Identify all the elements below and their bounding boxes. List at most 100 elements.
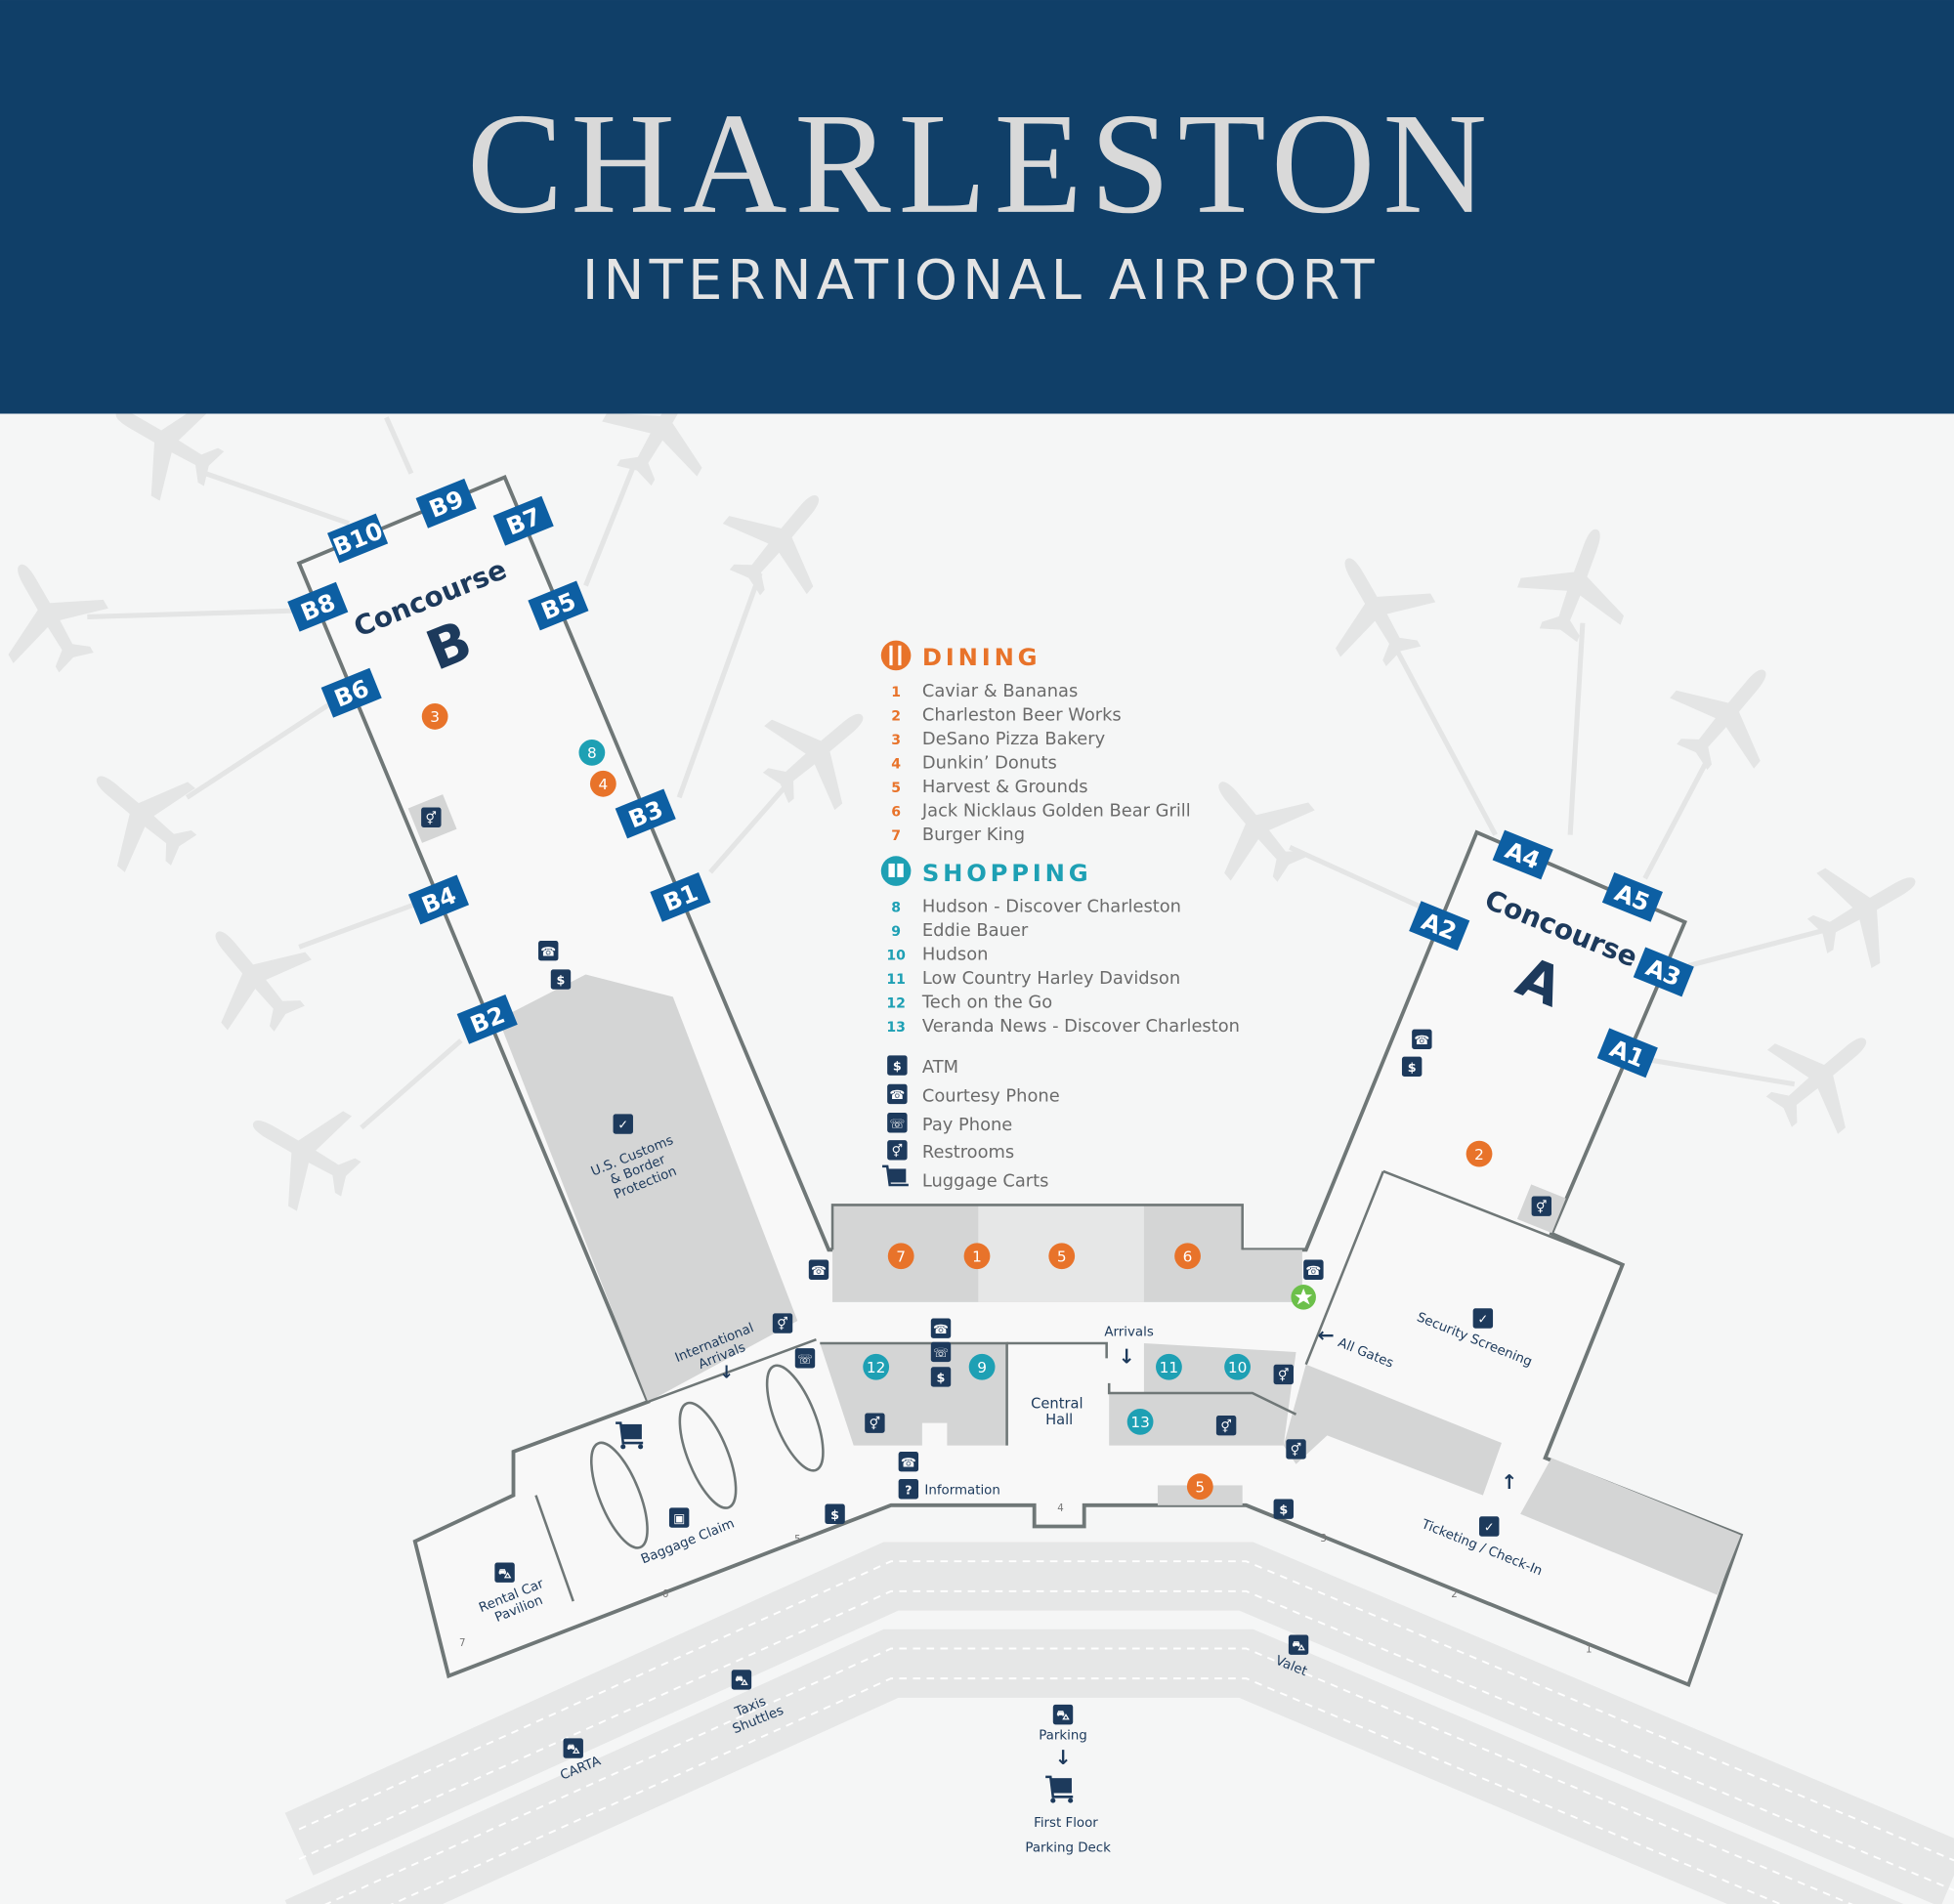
taxi-line [87, 608, 300, 619]
restroom-icon: ⚥ [865, 1413, 885, 1433]
star-marker [1291, 1285, 1316, 1310]
dining-marker-6[interactable]: 6 [1174, 1243, 1201, 1270]
svg-text:✓: ✓ [1478, 1313, 1489, 1328]
svg-text:$: $ [557, 974, 566, 989]
restroom-icon: ⚥ [1215, 1415, 1237, 1436]
dining-marker-4[interactable]: 4 [589, 770, 616, 797]
svg-text:⚥: ⚥ [1536, 1200, 1548, 1215]
dining-marker-1[interactable]: 1 [963, 1243, 991, 1270]
dining-marker-5[interactable]: 5 [1186, 1473, 1213, 1501]
security-icon: ✓ [613, 1114, 633, 1134]
shopping-marker-11[interactable]: 11 [1156, 1353, 1182, 1380]
taxi-line [185, 689, 351, 800]
gate-badge [407, 874, 470, 925]
baggage-icon: ▣ [668, 1507, 690, 1528]
gate-badge [528, 580, 589, 631]
terminal-walls [513, 1169, 1624, 1602]
door-number: 2 [1451, 1589, 1457, 1600]
central-hall-label: Central Hall [1031, 1395, 1087, 1428]
shopping-marker-8[interactable]: 8 [578, 740, 606, 766]
svg-text:⛍: ⛍ [735, 1674, 748, 1689]
dining-marker-2[interactable]: 2 [1466, 1140, 1493, 1167]
security-icon: ✓ [1472, 1308, 1494, 1329]
dining-marker-5[interactable]: 5 [1048, 1243, 1076, 1270]
security-icon: ✓ [1479, 1516, 1500, 1537]
legend-number: 4 [891, 756, 901, 772]
marker-number: 3 [430, 708, 440, 726]
marker-number: 11 [1160, 1359, 1178, 1376]
legend-number: 11 [886, 972, 906, 988]
marker-number: 8 [587, 744, 597, 762]
information-label: Information [924, 1483, 999, 1498]
dining-marker-7[interactable]: 7 [887, 1243, 914, 1270]
parking-deck-line: First Floor [1034, 1816, 1098, 1831]
decorative-planes [0, 350, 1942, 1227]
restroom-icon: ⚥ [1273, 1364, 1294, 1385]
svg-text:⛍: ⛍ [1293, 1639, 1306, 1654]
gate-badge [492, 495, 554, 546]
marker-number: 9 [977, 1359, 987, 1376]
taxi-line [1687, 925, 1833, 968]
vehicle-icon: ⛍ [563, 1738, 583, 1758]
legend-number: 13 [886, 1020, 906, 1036]
svg-text:☎: ☎ [540, 945, 556, 959]
svg-text:⚥: ⚥ [777, 1317, 788, 1333]
svg-text:⛍: ⛍ [498, 1567, 512, 1582]
arrivals-arrow-icon: ↓ [1119, 1344, 1135, 1368]
svg-text:⛍: ⛍ [567, 1743, 580, 1757]
marker-number: 10 [1228, 1359, 1247, 1376]
parking-deck-line: Parking Deck [1025, 1841, 1111, 1855]
legend-number: 3 [891, 733, 901, 748]
legend-number: 5 [891, 781, 901, 796]
gate-badge [650, 871, 711, 922]
legend-number: 10 [886, 949, 906, 964]
gate-a2[interactable]: A2 [1409, 901, 1470, 952]
pay-phone-icon: ☏ [794, 1348, 816, 1369]
svg-text:$: $ [937, 1372, 946, 1386]
door-number: 7 [459, 1638, 465, 1649]
gate-badge [1601, 871, 1663, 922]
vehicle-icon: ⛍ [494, 1562, 515, 1583]
courtesy-phone-icon: ☎ [808, 1259, 829, 1280]
luggage-cart-icon [1045, 1775, 1074, 1803]
marker-number: 7 [896, 1248, 906, 1265]
roadway [284, 1542, 1954, 1904]
shopping-bag-icon [880, 856, 912, 886]
courtesy-phone-icon: ☎ [538, 941, 559, 961]
gate-badge [320, 667, 382, 718]
restroom-icon: ⚥ [1531, 1196, 1552, 1216]
marker-number: 1 [972, 1248, 982, 1265]
shopping-marker-9[interactable]: 9 [968, 1353, 996, 1380]
map-icons: ☎$⚥☎⚥☏☎☏$⚥⚥⚥⚥☎?$$☎☎$⚥✓✓✓▣⛍⛍⛍⛍⛍ [421, 807, 1552, 1803]
restroom-icon: ⚥ [1286, 1439, 1306, 1460]
marker-number: 5 [1195, 1478, 1205, 1496]
marker-number: 6 [1183, 1248, 1193, 1265]
customs-area [498, 974, 798, 1402]
dining-marker-3[interactable]: 3 [421, 703, 448, 730]
legend-number: 12 [886, 996, 906, 1012]
svg-text:⚥: ⚥ [892, 1143, 904, 1159]
door-number: 4 [1057, 1503, 1063, 1514]
shopping-marker-10[interactable]: 10 [1224, 1353, 1251, 1380]
taxi-line [1642, 758, 1710, 880]
svg-text:✓: ✓ [617, 1119, 628, 1133]
shopping-marker-12[interactable]: 12 [863, 1353, 890, 1380]
atm-icon: $ [1273, 1499, 1294, 1519]
courtesy-phone-icon: ☎ [1412, 1029, 1432, 1049]
svg-text:⚥: ⚥ [426, 811, 438, 826]
atm-icon: $ [550, 969, 572, 990]
taxi-line [360, 1038, 463, 1130]
fork-knife-icon [880, 640, 912, 671]
pay-phone-icon: ☏ [930, 1341, 952, 1363]
legend-item-name: DeSano Pizza Bakery [922, 729, 1106, 749]
gate-b8[interactable]: B8 [287, 581, 349, 632]
legend-number: 8 [891, 901, 901, 916]
restroom-icon: ⚥ [772, 1313, 793, 1333]
taxi-line [1289, 845, 1428, 912]
shopping-marker-13[interactable]: 13 [1126, 1408, 1154, 1435]
all-gates-arrow-icon: ← [1318, 1324, 1335, 1347]
legend-number: 7 [891, 828, 901, 844]
svg-text:☏: ☏ [933, 1346, 949, 1361]
information-icon: ? [898, 1479, 919, 1500]
